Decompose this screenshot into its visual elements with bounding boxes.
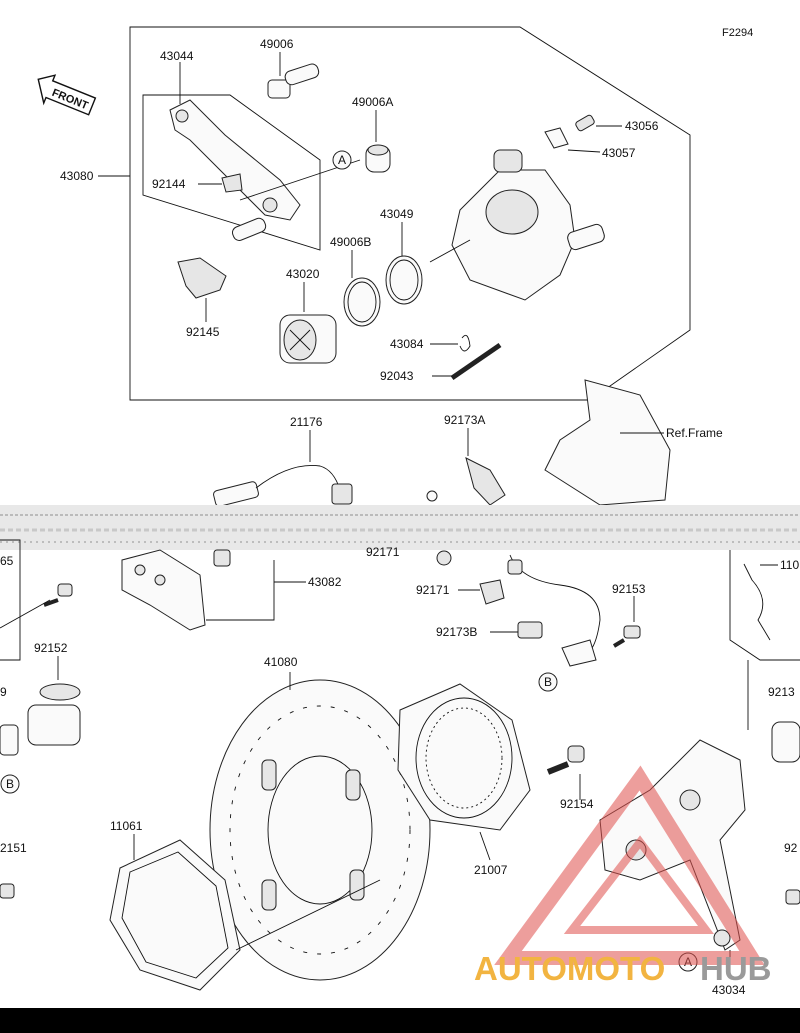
axle-left: [0, 724, 19, 756]
label-49006A: 49006A: [352, 95, 393, 109]
spring-92145: [177, 257, 227, 299]
label-49006B: 49006B: [330, 235, 371, 249]
bleeder-cap: [544, 127, 569, 149]
watermark-text-automoto: AUTOMOTO: [474, 950, 665, 987]
label-92: 92: [784, 841, 798, 855]
scan-artifact-band: [0, 505, 800, 550]
callout-b-left: [0, 774, 20, 794]
watermark-text-hub: HUB: [700, 950, 772, 987]
clamp-92171-lower: [479, 579, 505, 605]
bolt-2151: [0, 883, 15, 899]
caliper-assembly-frame: [129, 26, 691, 401]
label-92173B: 92173B: [436, 625, 477, 639]
label-43034: 43034: [712, 983, 746, 997]
brake-pads: [121, 549, 231, 631]
slide-pin: [267, 63, 320, 99]
label-92152: 92152: [34, 641, 68, 655]
caliper-piston: [279, 314, 337, 364]
seal-43049: [385, 255, 423, 305]
label-92173A: 92173A: [444, 413, 485, 427]
collar-92152: [27, 683, 81, 746]
label-ref-frame: Ref.Frame: [666, 426, 723, 440]
label-92171-lower: 92171: [416, 583, 450, 597]
label-21176: 21176: [290, 415, 323, 429]
collar-right: [771, 721, 800, 763]
brake-disc: [209, 679, 431, 981]
bolt-92154: [546, 745, 585, 775]
label-2151: 2151: [0, 841, 27, 855]
sensor-wire: [509, 554, 601, 656]
label-92043: 92043: [380, 369, 414, 383]
right-subframe: [729, 550, 800, 661]
callout-b-right: [538, 672, 558, 692]
caliper-bracket: [169, 99, 301, 241]
callout-a-upper-label: A: [338, 153, 346, 167]
cotter-pin: [743, 563, 771, 641]
label-9213: 9213: [768, 685, 795, 699]
front-arrow-icon: FRONT: [37, 74, 97, 116]
label-43020: 43020: [286, 267, 320, 281]
clip-43084: [459, 334, 471, 352]
clip-92144: [221, 173, 243, 193]
label-92144: 92144: [152, 177, 186, 191]
callout-b-right-label: B: [544, 675, 552, 689]
label-49006: 49006: [260, 37, 294, 51]
label-65: 65: [0, 554, 14, 568]
gasket-11061: [109, 839, 241, 991]
clamp-92171-upper: [436, 550, 452, 566]
boot-49006A: [365, 144, 391, 173]
label-92153: 92153: [612, 582, 646, 596]
seal-49006B: [343, 277, 381, 327]
callout-b-left-label: B: [6, 777, 14, 791]
label-92171-upper: 92171: [366, 545, 400, 559]
label-110: 110: [780, 558, 799, 572]
bleeder-valve: [575, 114, 595, 132]
bolt-left: [43, 583, 73, 607]
label-92154: 92154: [560, 797, 594, 811]
abs-sensor-head: [561, 639, 597, 667]
label-43082: 43082: [308, 575, 342, 589]
label-43084: 43084: [390, 337, 424, 351]
label-92145: 92145: [186, 325, 220, 339]
bolt-92153: [612, 625, 641, 648]
left-subframe: [0, 539, 21, 661]
label-43049: 43049: [380, 207, 414, 221]
bottom-bar: [0, 1008, 800, 1033]
bracket-92173A: [465, 457, 506, 506]
label-9: 9: [0, 685, 7, 699]
label-41080: 41080: [264, 655, 298, 669]
callout-a-upper: [332, 150, 352, 170]
bolt-right: [785, 889, 800, 905]
label-43080: 43080: [60, 169, 94, 183]
frame-reference: [544, 379, 671, 506]
label-11061: 11061: [110, 819, 143, 833]
figure-code: F2294: [722, 27, 753, 39]
label-43044: 43044: [160, 49, 194, 63]
label-43057: 43057: [602, 146, 636, 160]
label-21007: 21007: [474, 863, 508, 877]
label-43056: 43056: [625, 119, 659, 133]
abs-sensor-rotor: [397, 683, 531, 831]
abs-sensor-21176: [213, 465, 353, 507]
caliper-body: [451, 149, 605, 301]
connector-92173B: [517, 621, 543, 639]
bracket-subframe: [142, 94, 321, 251]
watermark-logo: [494, 765, 765, 965]
pad-pin: [450, 342, 502, 381]
